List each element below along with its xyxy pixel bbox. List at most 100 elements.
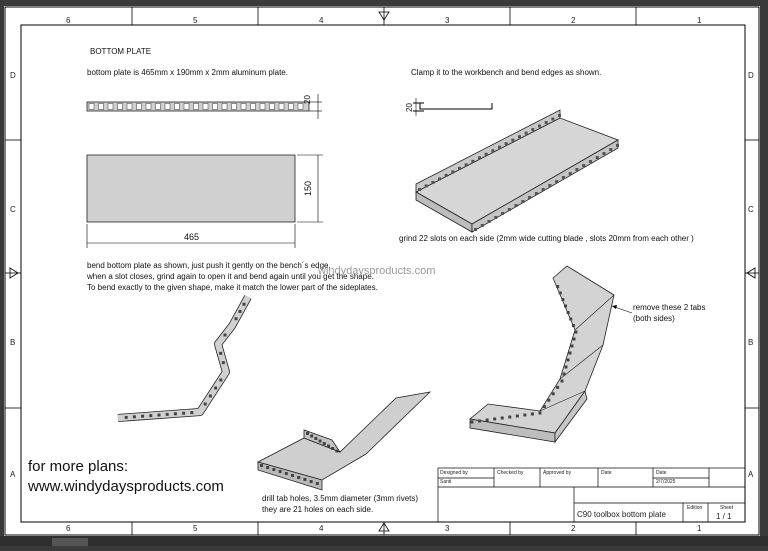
strip-slot xyxy=(88,103,95,110)
iso-slot-back xyxy=(484,152,488,156)
large-part-slot xyxy=(564,365,568,369)
iso-slot-front xyxy=(501,212,505,215)
zone-col-6-top: 6 xyxy=(66,16,71,25)
large-part-slot xyxy=(566,311,570,314)
folded-part-small xyxy=(256,391,432,491)
iso-slot-back xyxy=(418,188,421,191)
large-part-slot xyxy=(574,330,578,334)
heading: BOTTOM PLATE xyxy=(90,47,152,56)
large-part-slot xyxy=(564,304,567,308)
strip-slot xyxy=(164,103,171,110)
more-plans-url[interactable]: www.windydaysproducts.com xyxy=(28,478,224,495)
iso-slot-front xyxy=(534,192,538,195)
plate-dimensions xyxy=(86,154,323,248)
large-part-slot xyxy=(478,419,482,423)
small-part-slot xyxy=(306,432,309,435)
large-part-slot xyxy=(542,405,546,409)
bent-strip-slot xyxy=(182,411,186,415)
iso-slot-back xyxy=(444,173,448,177)
zone-col-6-bottom: 6 xyxy=(66,524,71,533)
strip-slot xyxy=(98,103,104,110)
bent-strip-slot xyxy=(219,378,223,382)
large-part-slot xyxy=(485,418,489,422)
large-part-slot xyxy=(493,417,497,421)
drill-note-1: drill tab holes, 3.5mm diameter (3mm riv… xyxy=(262,494,419,503)
large-part-slot xyxy=(571,324,575,327)
iso-slot-front xyxy=(548,184,552,187)
strip-slot xyxy=(269,103,275,110)
iso-slot-back xyxy=(478,156,481,160)
viewer-scroll-thumb xyxy=(52,538,88,546)
zone-col-2-bottom: 2 xyxy=(571,524,576,533)
slotted-strip xyxy=(86,101,310,112)
iso-slot-back xyxy=(424,184,428,188)
bent-strip-slot xyxy=(124,415,128,419)
strip-height-dimension xyxy=(309,94,322,119)
date-label: Date xyxy=(601,470,612,476)
iso-slot-front xyxy=(541,188,545,191)
iso-slot-front xyxy=(474,228,477,231)
zone-col-4-bottom: 4 xyxy=(319,524,324,533)
iso-slot-front xyxy=(514,204,518,207)
bent-strip-slot xyxy=(203,402,207,406)
large-part-slot xyxy=(470,420,474,424)
iso-slot-front xyxy=(507,208,511,211)
paper-background xyxy=(4,6,760,536)
bent-profile xyxy=(413,98,493,116)
strip-slot xyxy=(155,103,161,110)
zone-row-a-right: A xyxy=(748,470,754,479)
iso-slot-front xyxy=(568,172,572,175)
designed-by-value: Santi xyxy=(440,479,452,485)
plate-spec-note: bottom plate is 465mm x 190mm x 2mm alum… xyxy=(87,68,288,77)
zone-row-c-right: C xyxy=(748,205,754,214)
large-part-slot xyxy=(570,344,574,348)
zone-col-4-top: 4 xyxy=(319,16,324,25)
iso-slot-front xyxy=(602,152,606,155)
strip-slot xyxy=(288,103,294,110)
small-part-slot xyxy=(260,464,263,467)
title-block xyxy=(437,467,746,523)
iso-slot-front xyxy=(555,180,559,183)
large-part-slot xyxy=(561,298,565,301)
zone-col-1-bottom: 1 xyxy=(697,524,702,533)
drill-note-2: they are 21 holes on each side. xyxy=(262,505,374,514)
iso-slot-front xyxy=(494,216,498,219)
iso-slot-back xyxy=(498,145,501,149)
iso-slot-front xyxy=(561,176,565,179)
small-part-slot xyxy=(266,466,270,469)
small-part-slot xyxy=(331,447,335,450)
strip-slot xyxy=(136,103,142,110)
iso-slot-back xyxy=(458,166,461,170)
folded-part-large xyxy=(469,265,633,444)
approved-by-label: Approved by xyxy=(543,470,572,476)
iso-slot-back xyxy=(524,131,528,135)
iso-channel xyxy=(415,109,619,233)
iso-slot-back xyxy=(511,138,515,142)
strip-slot xyxy=(174,103,180,110)
drawing-title: C90 toolbox bottom plate xyxy=(577,510,666,519)
strip-slot xyxy=(126,103,133,110)
small-part-slot xyxy=(315,482,319,485)
small-part-slot xyxy=(314,437,318,440)
strip-slot xyxy=(240,103,247,110)
bend-note-3: To bend exactly to the given shape, make… xyxy=(87,283,378,292)
checked-by-label: Checked by xyxy=(497,470,524,476)
zone-row-c-left: C xyxy=(10,205,16,214)
designed-by-label: Designed by xyxy=(440,470,468,476)
large-part-slot xyxy=(558,291,562,295)
strip-slot xyxy=(297,103,304,110)
iso-slot-back xyxy=(438,177,441,181)
strip-slot xyxy=(212,103,218,110)
small-part-slot xyxy=(309,480,313,483)
large-part-slot xyxy=(523,413,527,417)
zone-ticks xyxy=(5,7,759,535)
large-part-slot xyxy=(508,415,512,419)
clamp-note: Clamp it to the workbench and bend edges… xyxy=(411,68,602,77)
large-part-slot xyxy=(569,317,573,321)
small-part-slot xyxy=(318,439,322,443)
iso-slot-front xyxy=(528,196,532,199)
zone-col-1-top: 1 xyxy=(697,16,702,25)
iso-slot-front xyxy=(582,164,586,167)
bent-strip-slot xyxy=(238,310,242,313)
large-part-slot xyxy=(530,412,534,416)
